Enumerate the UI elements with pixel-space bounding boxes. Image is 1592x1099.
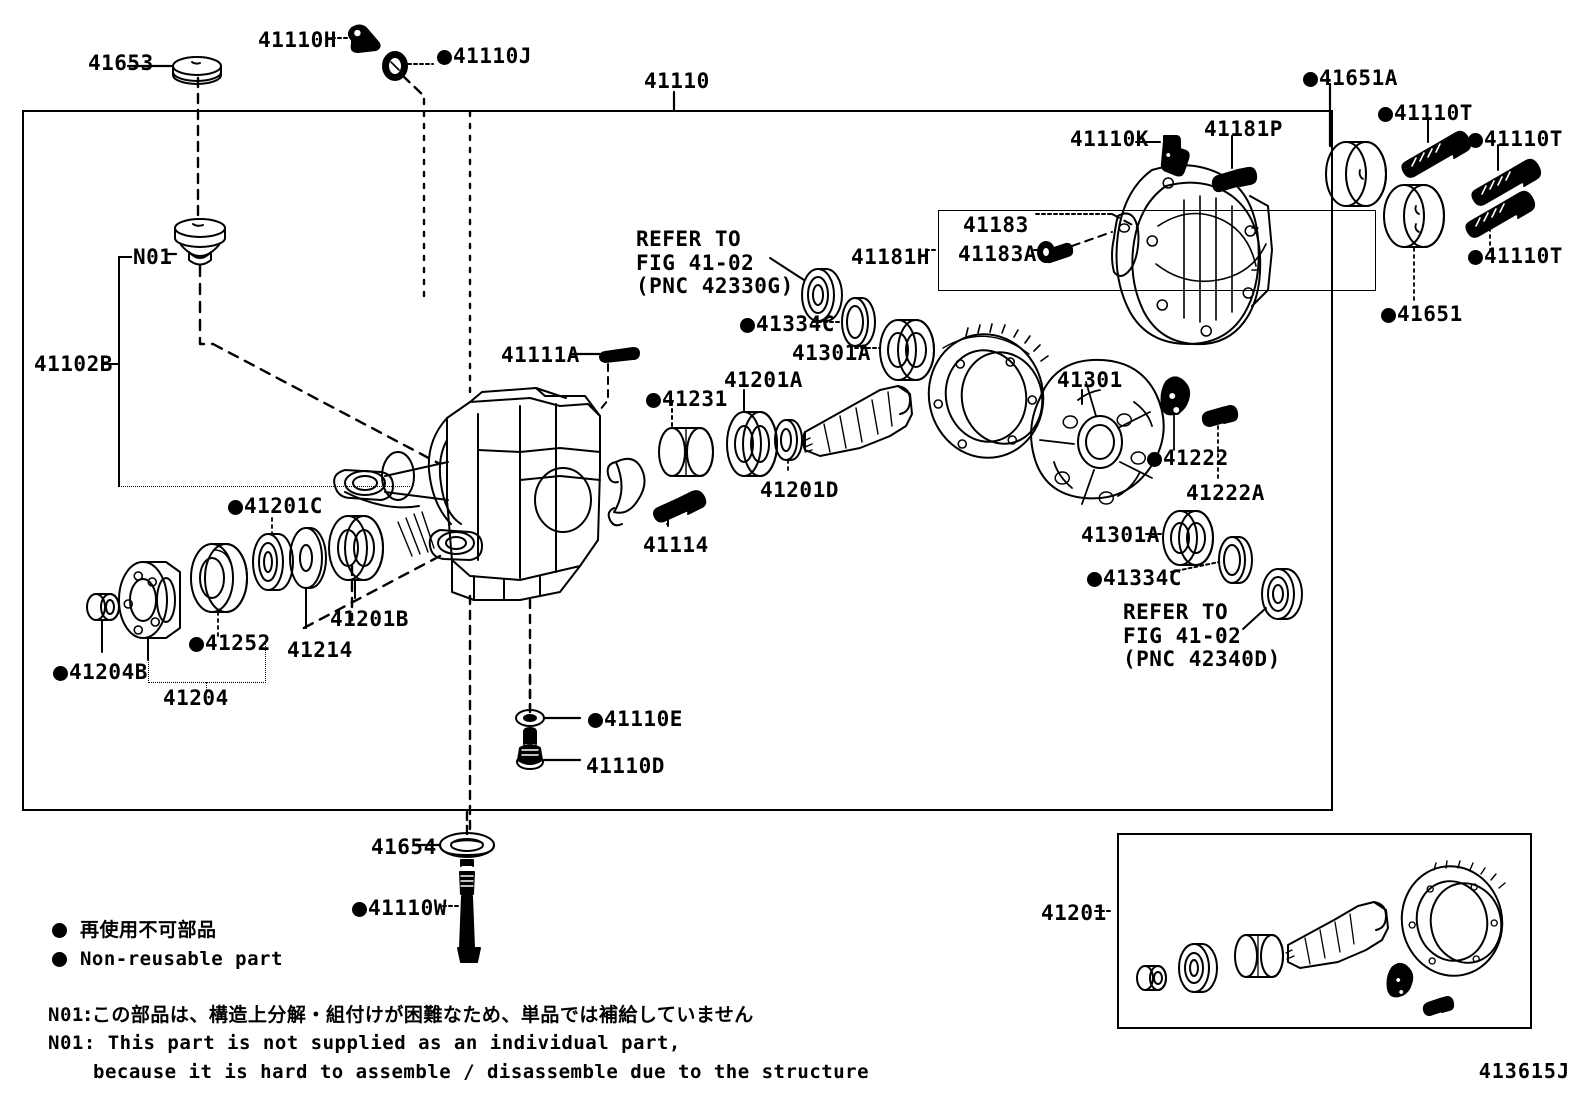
callout-41334C-2: 41334C: [1087, 566, 1182, 591]
callout-41201: 41201: [1041, 901, 1107, 925]
refer-top-line1: REFER TO: [636, 227, 742, 251]
part-41110t-3: [1465, 190, 1536, 238]
callout-41653: 41653: [88, 51, 154, 75]
part-41110t-1: [1401, 130, 1472, 178]
callout-41183A: 41183A: [958, 242, 1037, 266]
callout-41222: 41222: [1147, 446, 1229, 471]
callout-41181H: 41181H: [851, 245, 930, 269]
callout-41102B: 41102B: [34, 352, 113, 376]
callout-41201C: 41201C: [228, 494, 323, 519]
callout-41201D: 41201D: [760, 478, 839, 502]
bracket-41204-left: [148, 643, 149, 683]
bracket-41102b-vertical: [118, 256, 120, 486]
part-41651a: [1325, 141, 1387, 207]
part-41110j: [382, 51, 408, 81]
main-assembly-frame: [22, 110, 1333, 811]
callout-41110T-1: 41110T: [1378, 101, 1473, 126]
part-41110w: [457, 859, 481, 963]
legend-n01-jp: N01:この部品は、構造上分解・組付けが困難なため、単品では補給していません: [48, 1004, 754, 1026]
legend-n01-block: N01:この部品は、構造上分解・組付けが困難なため、単品では補給していません N…: [48, 1004, 869, 1082]
leader-41102b: [103, 363, 120, 365]
bracket-41204-right: [265, 643, 266, 683]
refer-bottom-line1: REFER TO: [1123, 600, 1229, 624]
part-41110t-2: [1471, 158, 1542, 206]
nonreusable-dot-icon: [1468, 250, 1483, 265]
nonreusable-dot-icon: [437, 50, 452, 65]
part-41654: [439, 832, 495, 858]
refer-block-top: REFER TO FIG 41-02 (PNC 42330G): [636, 227, 794, 299]
callout-41110J: 41110J: [437, 44, 532, 69]
part-41110h: [348, 24, 381, 53]
callout-41111A: 41111A: [501, 343, 580, 367]
part-41651: [1383, 184, 1445, 248]
nonreusable-dot-icon: [740, 318, 755, 333]
callout-41301: 41301: [1057, 368, 1123, 392]
nonreusable-dot-icon: [646, 393, 661, 408]
nonreusable-dot-icon: [1378, 107, 1393, 122]
nonreusable-dot-icon: [1468, 133, 1483, 148]
nonreusable-dot-icon: [1087, 572, 1102, 587]
nonreusable-dot-icon: [228, 500, 243, 515]
legend-n01-en-2: because it is hard to assemble / disasse…: [93, 1060, 870, 1083]
callout-41110E: 41110E: [588, 707, 683, 732]
legend-block: 再使用不可部品 Non-reusable part: [52, 919, 283, 970]
nonreusable-dot-icon: [352, 902, 367, 917]
refer-bottom-line3: (PNC 42340D): [1123, 647, 1281, 672]
nonreusable-dot-icon: [52, 923, 67, 938]
nonreusable-dot-icon: [588, 713, 603, 728]
callout-41654: 41654: [371, 835, 437, 859]
bracket-41102b-bottom: [118, 486, 410, 487]
legend-n01-en-1: N01: This part is not supplied as an ind…: [48, 1032, 681, 1055]
callout-41183: 41183: [963, 213, 1029, 237]
callout-41231: 41231: [646, 387, 728, 412]
refer-bottom-line2: FIG 41-02: [1123, 623, 1242, 648]
callout-41201A: 41201A: [724, 368, 803, 392]
bracket-41204-bottom: [148, 682, 266, 683]
diagram-id: 413615J: [1478, 1059, 1570, 1083]
callout-41651: 41651: [1381, 302, 1463, 327]
nonreusable-dot-icon: [53, 666, 68, 681]
callout-41110W: 41110W: [352, 896, 447, 921]
legend-nonreusable-jp: 再使用不可部品: [52, 919, 283, 941]
callout-41110T-2: 41110T: [1468, 127, 1563, 152]
nonreusable-dot-icon: [1147, 452, 1162, 467]
callout-41110T-3: 41110T: [1468, 244, 1563, 269]
callout-41110K: 41110K: [1070, 127, 1149, 151]
leader-41204: [206, 682, 207, 692]
callout-41301A-1: 41301A: [792, 341, 871, 365]
callout-41222A: 41222A: [1186, 481, 1265, 505]
callout-41204B: 41204B: [53, 660, 148, 685]
refer-top-line3: (PNC 42330G): [636, 274, 794, 299]
callout-41301A-2: 41301A: [1081, 523, 1160, 547]
callout-41651A: 41651A: [1303, 66, 1398, 91]
nonreusable-dot-icon: [1303, 72, 1318, 87]
bracket-41102b-top: [118, 256, 132, 258]
refer-block-bottom: REFER TO FIG 41-02 (PNC 42340D): [1123, 600, 1281, 672]
callout-41252: 41252: [189, 631, 271, 656]
nonreusable-dot-icon: [52, 952, 67, 968]
callout-41334C-1: 41334C: [740, 312, 835, 337]
refer-top-line2: FIG 41-02: [636, 250, 755, 275]
legend-nonreusable-en: Non-reusable part: [52, 949, 283, 970]
callout-41110D: 41110D: [586, 754, 665, 778]
inset-assembly-frame: [1117, 833, 1532, 1029]
part-41653: [172, 56, 222, 85]
callout-41114: 41114: [643, 533, 709, 557]
nonreusable-dot-icon: [189, 637, 204, 652]
callout-N01: N01: [133, 245, 173, 269]
callout-41110: 41110: [644, 69, 710, 93]
nonreusable-dot-icon: [1381, 308, 1396, 323]
callout-41181P: 41181P: [1204, 117, 1283, 141]
callout-41214: 41214: [287, 638, 353, 662]
callout-41204: 41204: [163, 686, 229, 710]
callout-41110H: 41110H: [258, 28, 337, 52]
callout-41201B: 41201B: [330, 607, 409, 631]
